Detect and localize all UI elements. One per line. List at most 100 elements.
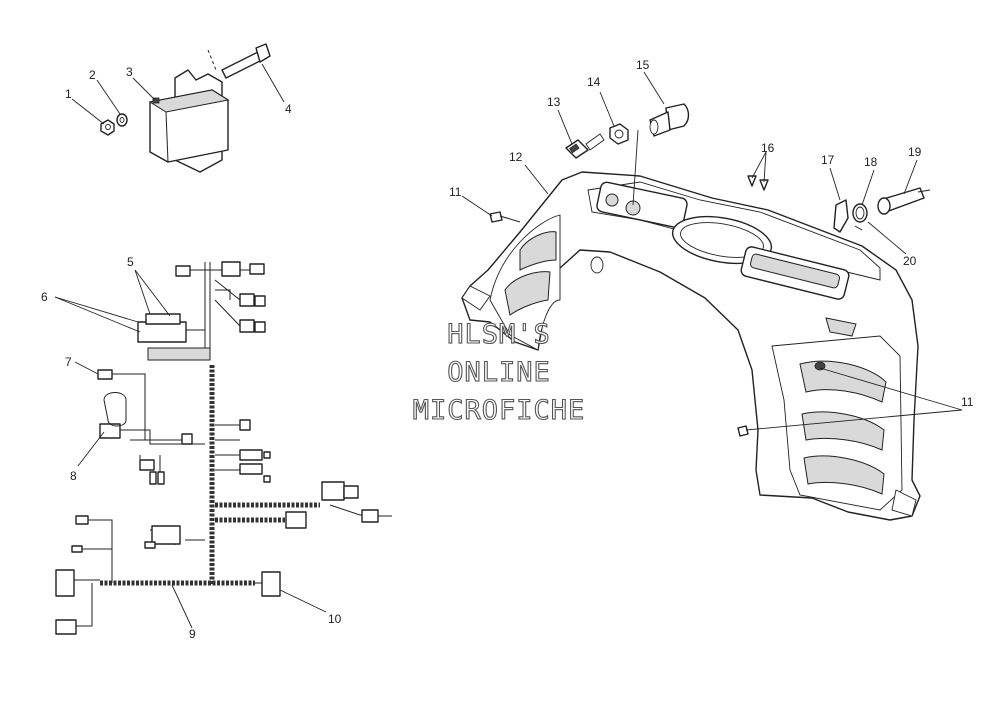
nut-hole (105, 124, 111, 130)
connector (157, 471, 165, 485)
connector (254, 295, 266, 307)
connector (343, 485, 359, 499)
callout-11-right: 11 (961, 395, 974, 409)
callout-5: 5 (127, 255, 134, 269)
connector (55, 619, 77, 635)
retaining-ring (852, 203, 868, 223)
harness-wire (215, 424, 240, 471)
connector (263, 475, 271, 483)
connector (239, 449, 263, 461)
connector (221, 261, 241, 277)
bolt-head (255, 43, 271, 63)
control-knob (877, 187, 931, 215)
connector (139, 459, 155, 471)
callout-2: 2 (89, 68, 96, 82)
switch-lever (833, 199, 863, 233)
watermark: HLSM'S ONLINE MICROFICHE (412, 318, 586, 426)
ignition-key (565, 133, 605, 159)
harness-wire (120, 429, 205, 475)
watermark-line-1: HLSM'S (447, 319, 551, 350)
connector (239, 319, 255, 333)
main-harness-connector (261, 571, 281, 597)
ignition-switch (649, 103, 690, 137)
dash-speedometer-inner (680, 222, 764, 258)
relay-wire (186, 329, 206, 348)
connector (239, 293, 255, 307)
callout-1: 1 (65, 87, 72, 101)
relay-block-top (145, 313, 181, 325)
bolt (221, 51, 263, 79)
dash-right-tab (891, 489, 917, 517)
connector (149, 471, 157, 485)
callout-9: 9 (189, 627, 196, 641)
callout-4: 4 (285, 102, 292, 116)
control-module-assembly (100, 43, 271, 173)
connector (151, 525, 181, 545)
wiring-harness-assembly (55, 261, 392, 635)
connector (361, 509, 379, 523)
small-screws (747, 175, 769, 191)
connector (239, 463, 263, 475)
dash-switch-hole (605, 193, 619, 207)
screw-left (489, 211, 521, 223)
harness-loop (103, 392, 127, 427)
control-module-mount-hole (152, 97, 160, 104)
dash-right-vent-lower (803, 455, 885, 495)
watermark-line-3: MICROFICHE (413, 395, 586, 426)
bolt-axis-line (207, 49, 217, 71)
dash-side-tab (461, 285, 491, 311)
connector (249, 263, 265, 275)
callout-14: 14 (587, 75, 601, 89)
connector (71, 545, 83, 553)
callout-10: 10 (328, 612, 342, 626)
callout-7: 7 (65, 355, 72, 369)
control-module-edge (165, 111, 169, 163)
connector (285, 511, 307, 529)
connector (175, 265, 191, 277)
harness-wire (112, 373, 146, 440)
callout-17: 17 (821, 153, 835, 167)
washer-hole (119, 117, 125, 123)
connector (263, 451, 271, 459)
connector (321, 481, 345, 501)
callout-3: 3 (126, 65, 133, 79)
callout-19: 19 (908, 145, 922, 159)
connector (239, 419, 251, 431)
dash-label-plate (825, 317, 857, 337)
dash-screw-boss (590, 256, 604, 274)
harness-wire (329, 504, 365, 516)
connector (144, 541, 156, 549)
dash-gauge-pod (596, 181, 688, 229)
relay-block (137, 321, 187, 343)
callout-8: 8 (70, 469, 77, 483)
dash-left-vent-2 (504, 271, 551, 316)
control-module-top (148, 89, 230, 113)
connector (55, 569, 75, 597)
callout-6: 6 (41, 290, 48, 304)
top-connector-group (175, 261, 266, 348)
leader-lines (54, 63, 963, 629)
dash-right-vent-middle (801, 411, 885, 451)
dash-console-assembly (461, 103, 931, 521)
callout-15: 15 (636, 58, 650, 72)
callout-18: 18 (864, 155, 878, 169)
harness-mount-plate (147, 347, 211, 361)
callout-12: 12 (509, 150, 523, 164)
watermark-line-2: ONLINE (447, 357, 551, 388)
screw-right (737, 425, 749, 437)
callout-11-left: 11 (449, 185, 462, 199)
callout-13: 13 (547, 95, 561, 109)
switch-bezel-nut (609, 123, 629, 145)
dash-screw-boss (814, 361, 826, 371)
top-connector-wires (190, 262, 250, 348)
dash-right-vent-upper (799, 360, 887, 403)
callout-20: 20 (903, 254, 917, 268)
connector (97, 369, 113, 380)
connector (75, 515, 89, 525)
callout-labels: 1 2 3 4 5 6 7 8 9 10 11 11 12 13 14 15 1… (41, 58, 974, 641)
dash-left-vent (519, 231, 557, 271)
harness-wire (88, 519, 205, 583)
callout-16: 16 (761, 141, 775, 155)
connector (254, 321, 266, 333)
